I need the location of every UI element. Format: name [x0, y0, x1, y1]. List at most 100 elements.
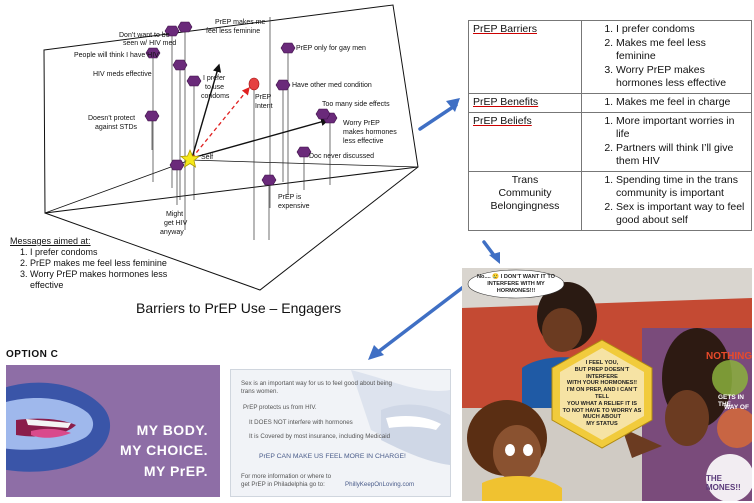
flow-arrow-to-table	[418, 103, 458, 131]
label-hormones-2: makes hormones	[343, 129, 397, 136]
label-hormones-1: Worry PrEP	[343, 120, 380, 127]
ad-feel-in-charge: Sex is an important way for us to feel g…	[230, 369, 451, 497]
label-side-effects: Too many side effects	[322, 101, 390, 108]
label-people-think: People will think I have HIV	[74, 52, 159, 59]
intent-marker	[248, 77, 260, 91]
comic-art	[462, 268, 752, 501]
ad2-protects: PrEP protects us from HIV.	[243, 404, 317, 411]
list-item: Worry PrEP makes hormones less effective	[616, 64, 747, 90]
label-hormones-3: less effective	[343, 138, 383, 145]
row-head: Trans Community Belongingness	[468, 171, 582, 231]
hex-doc-never	[296, 146, 312, 158]
arrow-to-hormones	[191, 117, 330, 159]
ad2-info-1: For more information or where to	[241, 473, 332, 480]
hex-gay-men	[280, 42, 296, 54]
comic-side-text-3: WAY OF	[724, 404, 749, 411]
ad2-hormones: It DOES NOT interfere with hormones	[249, 419, 353, 426]
label-might-get-2: get HIV	[164, 220, 188, 227]
list-item: Makes me feel less feminine	[616, 37, 747, 63]
arrow-to-condoms	[191, 63, 222, 159]
row-head-line: Community	[498, 187, 552, 199]
list-item: I prefer condoms	[30, 247, 185, 258]
tongue	[31, 428, 71, 438]
ad2-intro-2: trans women.	[241, 388, 279, 395]
comic-side-text-1: NOTHING	[706, 351, 752, 362]
ad1-line-1: MY BODY.	[136, 422, 208, 438]
speech-text-1: No.... 😢 I DON’T WANT IT TO INTERFERE WI…	[476, 274, 556, 294]
comic-side-text-2: GETS IN THE	[718, 394, 745, 408]
label-expensive-2: expensive	[278, 203, 310, 210]
speech-text-2: I FEEL YOU, BUT PREP DOESN’T INTERFERE W…	[562, 360, 642, 428]
label-gay-men: PrEP only for gay men	[296, 45, 366, 52]
row-head: PrEP Beliefs	[468, 112, 582, 172]
row-head-text: PrEP Barriers	[473, 23, 537, 35]
option-label: OPTION C	[6, 349, 59, 360]
ad2-headline: PrEP CAN MAKE US FEEL MORE IN CHARGE!	[259, 453, 406, 460]
ad1-line-2: MY CHOICE.	[120, 442, 208, 458]
row-items: I prefer condoms Makes me feel less femi…	[581, 20, 752, 94]
hex-expensive	[261, 174, 277, 186]
self-star-icon	[179, 148, 201, 168]
label-stds-2: against STDs	[95, 124, 138, 131]
row-items: Spending time in the trans community is …	[581, 171, 752, 231]
label-condoms-1: I prefer	[203, 75, 226, 82]
hex-condoms	[186, 75, 202, 87]
row-head-line: Belongingness	[490, 200, 560, 212]
label-might-get-1: Might	[166, 211, 183, 218]
hex-less-feminine	[177, 21, 193, 33]
list-item: Makes me feel in charge	[616, 96, 747, 109]
list-item: PrEP makes me feel less feminine	[30, 258, 185, 269]
label-less-feminine: PrEP makes me	[215, 19, 266, 26]
barrier-markers	[144, 21, 338, 186]
list-item: More important worries in life	[616, 115, 747, 141]
ad2-url[interactable]: PhillyKeepOnLoving.com	[345, 481, 415, 488]
floor-inner-edge	[44, 159, 191, 214]
list-item: Sex is important way to feel good about …	[616, 201, 747, 227]
speech-bubble-1	[467, 269, 565, 299]
label-intent-1: PrEP	[255, 94, 272, 101]
hex-meds-effective	[172, 59, 188, 71]
row-head-line: Trans	[511, 174, 539, 186]
messages-heading: Messages aimed at:	[10, 236, 91, 246]
flow-arrows	[368, 98, 500, 360]
label-stds-1: Doesn’t protect	[88, 115, 135, 122]
label-doc-never: Doc never discussed	[309, 153, 374, 160]
back-panel	[43, 4, 419, 214]
row-head-text: PrEP Benefits	[473, 96, 539, 108]
hex-stds	[144, 110, 160, 122]
hex-might-get	[169, 159, 185, 171]
label-other-med: Have other med condition	[292, 82, 372, 89]
floor-front-edges	[44, 166, 419, 291]
comic-side-text-4: THE MONES!!	[706, 474, 741, 492]
table-row: PrEP Benefits Makes me feel in charge	[468, 93, 752, 113]
ad2-insurance: It is Covered by most insurance, includi…	[249, 433, 391, 440]
diagram-labels: Don’t want to be seen w/ HIV med People …	[74, 19, 397, 236]
hex-dont-want-seen	[164, 25, 180, 37]
arrow-to-intent	[191, 86, 250, 159]
row-items: Makes me feel in charge	[581, 93, 752, 113]
lips-illustration	[6, 365, 220, 497]
label-expensive-1: PrEP is	[278, 194, 302, 201]
ad2-background	[231, 370, 450, 496]
speech-bubble-hexagon	[551, 339, 653, 449]
row-head-text: PrEP Beliefs	[473, 115, 532, 127]
teeth	[26, 419, 71, 428]
ad1-line-3: MY PrEP.	[143, 463, 208, 479]
row-items: More important worries in life Partners …	[581, 112, 752, 172]
messages-aimed-at: Messages aimed at: I prefer condoms PrEP…	[10, 236, 185, 291]
prep-factors-table: PrEP Barriers I prefer condoms Makes me …	[468, 20, 752, 231]
label-intent-2: Intent	[255, 103, 273, 110]
ad-my-body: MY BODY. MY CHOICE. MY PrEP.	[6, 365, 220, 497]
row-head: PrEP Barriers	[468, 20, 582, 94]
comic-panel: No.... 😢 I DON’T WANT IT TO INTERFERE WI…	[462, 268, 752, 501]
label-dont-want-seen-2: seen w/ HIV med	[123, 40, 176, 47]
row-head: PrEP Benefits	[468, 93, 582, 113]
label-condoms-3: condoms	[201, 93, 230, 100]
label-meds-effective: HIV meds effective	[93, 71, 152, 78]
table-row: PrEP Beliefs More important worries in l…	[468, 112, 752, 172]
list-item: Partners will think I’ll give them HIV	[616, 142, 747, 168]
list-item: Spending time in the trans community is …	[616, 174, 747, 200]
table-row: PrEP Barriers I prefer condoms Makes me …	[468, 20, 752, 94]
hex-side-effects	[315, 108, 331, 120]
